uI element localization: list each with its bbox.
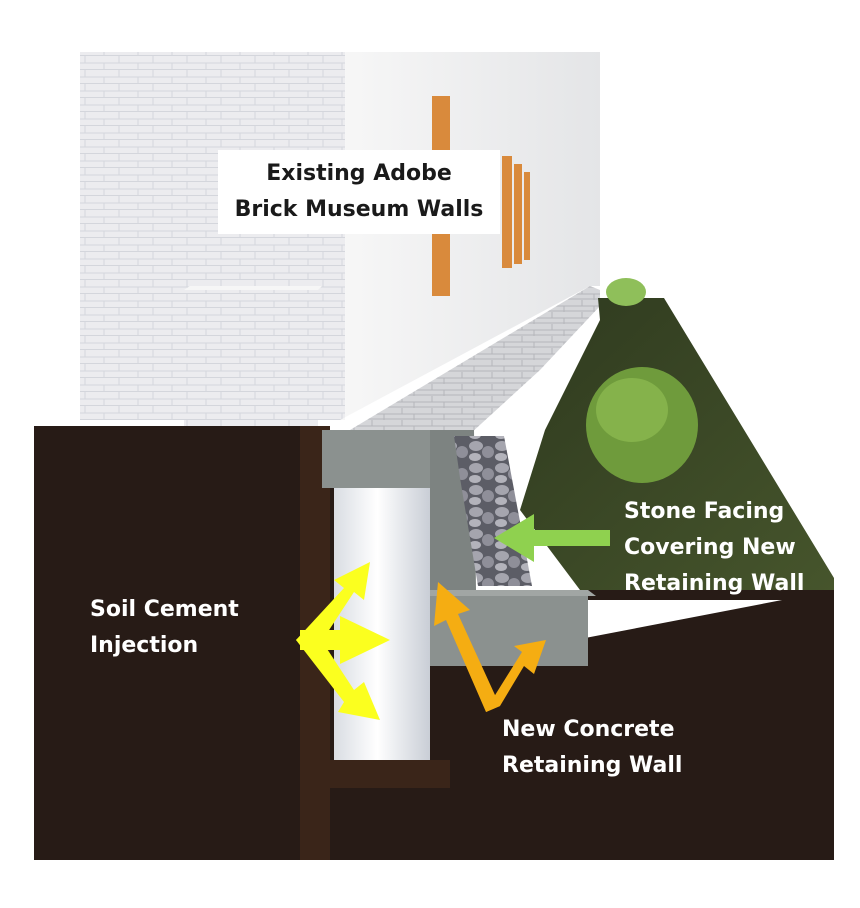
soil xyxy=(34,426,330,860)
label-new-concrete-retaining-wall: New Concrete Retaining Wall xyxy=(502,712,682,784)
label-line: Covering New xyxy=(624,535,796,560)
dry-stone-wall xyxy=(350,286,600,440)
arrow-right xyxy=(300,616,390,664)
stone-facing-arrow xyxy=(494,514,610,562)
adobe-wall-side xyxy=(340,52,600,420)
arrow-down xyxy=(296,626,380,720)
label-stone-facing: Stone Facing Covering New Retaining Wall xyxy=(624,494,804,602)
label-line: Brick Museum Walls xyxy=(234,197,484,222)
shrub-highlight xyxy=(596,378,668,442)
soil-cement-arrows xyxy=(296,562,390,720)
label-line: Existing Adobe xyxy=(266,161,452,186)
concrete-cap xyxy=(322,430,452,488)
label-line: Injection xyxy=(90,633,199,658)
label-line: Stone Facing xyxy=(624,499,785,524)
wall-plinth-top xyxy=(184,286,322,290)
label-soil-cement-injection: Soil Cement Injection xyxy=(90,592,239,664)
arrow-orange-right xyxy=(486,640,546,712)
column-footing-soil xyxy=(316,760,450,788)
window xyxy=(502,156,512,268)
small-plant xyxy=(606,278,646,306)
window xyxy=(524,172,530,260)
label-line: New Concrete xyxy=(502,717,675,742)
concrete-footing-top xyxy=(430,590,596,596)
soil-strip xyxy=(584,590,834,600)
window xyxy=(514,164,522,264)
arrow-orange-up xyxy=(434,582,500,712)
label-line: Retaining Wall xyxy=(502,753,683,778)
label-existing-adobe-walls: Existing Adobe Brick Museum Walls xyxy=(218,150,500,234)
label-line: Soil Cement xyxy=(90,597,239,622)
label-line: Retaining Wall xyxy=(624,571,805,596)
concrete-wall-arrows xyxy=(434,582,546,712)
wall-plinth xyxy=(184,290,318,440)
